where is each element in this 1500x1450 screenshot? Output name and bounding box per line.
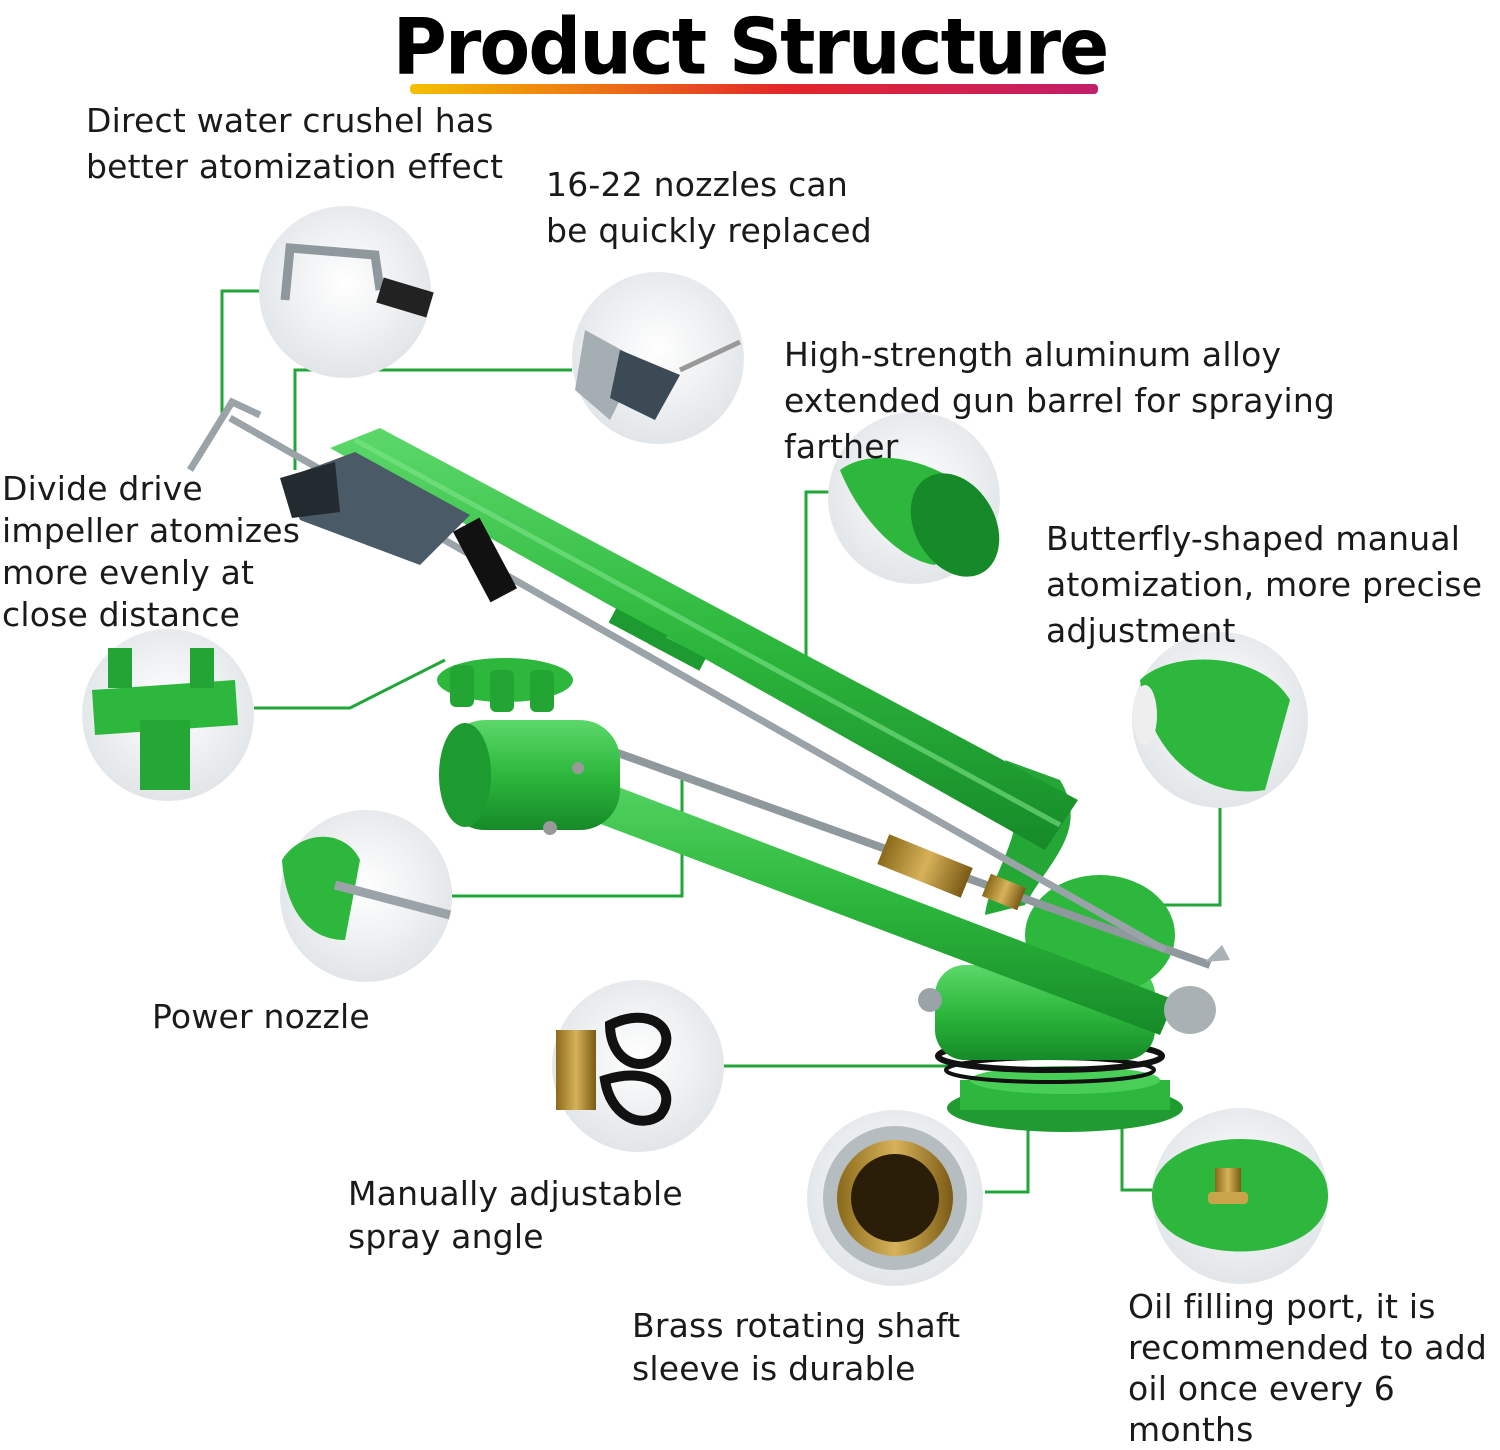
callout-gun-barrel: High-strength aluminum alloy extended gu… <box>784 332 1335 470</box>
callout-line: farther <box>784 427 899 466</box>
callout-line: impeller atomizes <box>2 511 301 550</box>
callout-line: Brass rotating shaft <box>632 1306 961 1345</box>
zoom-power-nozzle <box>280 810 452 982</box>
callout-line: close distance <box>2 595 241 634</box>
callout-line: be quickly replaced <box>546 211 872 250</box>
callout-power-nozzle: Power nozzle <box>152 994 370 1040</box>
callout-line: oil once every 6 <box>1128 1369 1395 1408</box>
callout-line: 16-22 nozzles can <box>546 165 848 204</box>
callout-line: Direct water crushel has <box>86 101 494 140</box>
callout-butterfly: Butterfly-shaped manual atomization, mor… <box>1046 516 1482 654</box>
callout-line: recommended to add <box>1128 1328 1488 1367</box>
callout-spray-angle: Manually adjustable spray angle <box>348 1172 683 1258</box>
callout-line: sleeve is durable <box>632 1349 916 1388</box>
callout-shaft-sleeve: Brass rotating shaft sleeve is durable <box>632 1304 960 1390</box>
callout-line: Divide drive <box>2 469 203 508</box>
callout-line: atomization, more precise <box>1046 565 1483 604</box>
callout-nozzles: 16-22 nozzles can be quickly replaced <box>546 162 872 254</box>
callout-line: better atomization effect <box>86 147 504 186</box>
callout-line: months <box>1128 1410 1254 1449</box>
zoom-oil-port <box>1152 1108 1329 1284</box>
zoom-gun-barrel <box>828 412 1000 584</box>
callout-line: spray angle <box>348 1217 544 1256</box>
callout-line: adjustment <box>1046 611 1236 650</box>
zoom-nozzle <box>572 272 744 444</box>
callout-direct-water-crusher: Direct water crushel has better atomizat… <box>86 98 503 190</box>
title-underline <box>410 84 1098 94</box>
zoom-impeller <box>82 629 254 801</box>
callout-line: Butterfly-shaped manual <box>1046 519 1461 558</box>
zoom-spray-angle <box>552 980 724 1152</box>
zoom-direct-water-crusher <box>259 206 434 378</box>
zoom-butterfly <box>1132 632 1308 808</box>
callout-oil-port: Oil filling port, it is recommended to a… <box>1128 1286 1487 1450</box>
callout-line: extended gun barrel for spraying <box>784 381 1336 420</box>
callout-line: Oil filling port, it is <box>1128 1287 1436 1326</box>
callout-line: more evenly at <box>2 553 255 592</box>
callout-impeller: Divide drive impeller atomizes more even… <box>2 468 300 636</box>
callout-line: Power nozzle <box>152 997 370 1036</box>
page-title: Product Structure <box>392 1 1110 93</box>
sprinkler-body <box>187 397 1230 1132</box>
zoom-shaft-sleeve <box>807 1110 983 1286</box>
callout-line: High-strength aluminum alloy <box>784 335 1282 374</box>
callout-line: Manually adjustable <box>348 1174 683 1213</box>
